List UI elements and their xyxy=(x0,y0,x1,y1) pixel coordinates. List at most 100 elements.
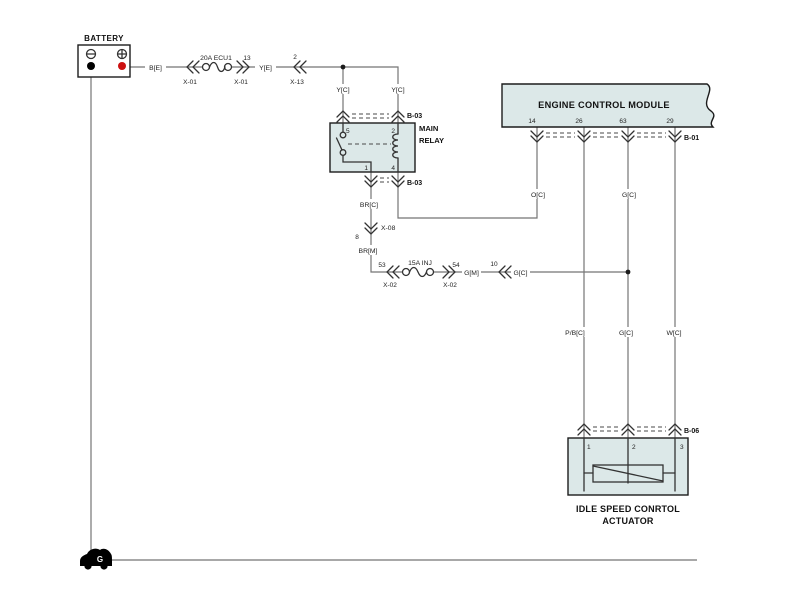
connector-x13-icon xyxy=(293,60,307,74)
wire-label-be: B[E] xyxy=(149,65,162,72)
ecm-pin-26: 26 xyxy=(575,118,583,125)
connector-x01-left-label: X-01 xyxy=(183,79,197,86)
label-halos xyxy=(145,61,684,337)
wire-label-gc-upper: G[C] xyxy=(622,192,636,199)
battery-box xyxy=(77,44,131,78)
pin-label-13: 13 xyxy=(243,55,251,62)
connector-b03-bottom-label: B-03 xyxy=(407,180,422,187)
halo xyxy=(333,84,353,94)
wire-label-yc-right: Y[C] xyxy=(391,87,404,94)
pin-label-53: 53 xyxy=(378,262,386,269)
injector-run: BR[C] X-08 8 BR[M] 53 X-02 15A INJ 54 X- xyxy=(355,202,631,289)
wires xyxy=(90,66,697,561)
connector-b01-label: B-01 xyxy=(684,135,699,142)
pin-label-10: 10 xyxy=(490,261,498,268)
wire-label-brm: BR[M] xyxy=(359,248,378,255)
engine-control-module: ENGINE CONTROL MODULE 14 26 63 29 B-01 O… xyxy=(501,83,715,337)
wire-label-ye: Y[E] xyxy=(259,65,272,72)
wire-label-wc: W[C] xyxy=(666,330,681,337)
connector-x02-left-icon xyxy=(386,265,400,279)
actuator-title-line1: IDLE SPEED CONRTOL xyxy=(576,504,680,514)
relay-switch-icon xyxy=(335,122,372,173)
connector-x08-icon xyxy=(364,222,378,235)
fuse-20a-ecu1-icon xyxy=(201,61,233,73)
relay-title-line2: RELAY xyxy=(419,136,444,145)
main-relay: Y[C] Y[C] B-03 MAIN RELAY 5 2 1 4 xyxy=(329,87,444,188)
halo xyxy=(255,61,276,72)
connector-b03-top-icon xyxy=(336,110,405,123)
connector-x01-left-icon xyxy=(186,60,200,74)
halo xyxy=(616,327,636,337)
pin-label-8: 8 xyxy=(355,234,359,241)
ecm-title: ENGINE CONTROL MODULE xyxy=(538,100,670,110)
halo xyxy=(561,327,589,337)
relay-box xyxy=(329,122,416,173)
halo xyxy=(145,61,166,72)
connector-x01-right-icon xyxy=(236,60,250,74)
actuator-element-icon xyxy=(583,437,676,492)
connector-x08-label: X-08 xyxy=(381,225,396,232)
fuse-15a-inj-label: 15A INJ xyxy=(408,260,432,267)
halo xyxy=(462,267,481,277)
junction-dot-gc xyxy=(625,269,631,275)
relay-pin-1: 1 xyxy=(364,165,368,172)
connector-b01-icon xyxy=(530,130,682,143)
fuse-15a-inj-icon xyxy=(401,266,435,278)
fuse-20a-ecu1-label: 20A ECU1 xyxy=(200,55,232,62)
wire-label-oc: O[C] xyxy=(531,192,545,199)
chassis-ground-icon xyxy=(80,548,112,570)
halo xyxy=(358,199,381,209)
connector-b06-label: B-06 xyxy=(684,428,699,435)
wire-label-pbc: P/B[C] xyxy=(565,330,585,337)
battery-terminal-positive xyxy=(118,62,126,70)
ground-letter: G xyxy=(97,555,103,564)
halo xyxy=(356,245,381,255)
connector-x02-right-label: X-02 xyxy=(443,282,457,289)
idle-speed-actuator: B-06 1 2 3 IDLE SPEED CONRTOL ACTUATOR xyxy=(567,423,699,526)
connector-x02-left-label: X-02 xyxy=(383,282,397,289)
battery: BATTERY xyxy=(77,34,131,78)
wire-label-yc-left: Y[C] xyxy=(336,87,349,94)
ground: G xyxy=(80,548,112,570)
pin-label-2-x13: 2 xyxy=(293,54,297,61)
junction-dot-top xyxy=(340,64,346,70)
halo xyxy=(388,84,408,94)
halo xyxy=(619,189,639,199)
wire-label-gc-lower: G[C] xyxy=(619,330,633,337)
wire-top-run xyxy=(232,66,399,123)
battery-terminal-negative xyxy=(87,62,95,70)
relay-pin-2: 2 xyxy=(391,128,395,135)
ecm-pin-63: 63 xyxy=(619,118,627,125)
actuator-pin-2: 2 xyxy=(632,444,636,451)
connector-x01-right-label: X-01 xyxy=(234,79,248,86)
connector-b06-icon xyxy=(577,423,682,436)
wire-label-brc: BR[C] xyxy=(360,202,378,209)
connector-10-icon xyxy=(498,265,512,279)
halo xyxy=(664,327,684,337)
relay-pin-5: 5 xyxy=(346,128,350,135)
connector-x02-right-icon xyxy=(442,265,456,279)
battery-positive-symbol xyxy=(116,48,128,60)
relay-title-line1: MAIN xyxy=(419,124,438,133)
wire-label-gc-fuse: G[C] xyxy=(514,270,528,277)
actuator-pin-1: 1 xyxy=(587,444,591,451)
wire-label-gm: G[M] xyxy=(464,270,479,277)
halo xyxy=(511,267,530,277)
connector-b03-bottom-icon xyxy=(364,175,405,188)
connector-x13-label: X-13 xyxy=(290,79,304,86)
battery-label: BATTERY xyxy=(84,34,124,43)
ecm-box xyxy=(501,83,715,128)
actuator-pin-3: 3 xyxy=(680,444,684,451)
relay-pin-4: 4 xyxy=(391,165,395,172)
relay-coil-icon xyxy=(392,122,399,173)
halo xyxy=(528,189,548,199)
ecm-pin-14: 14 xyxy=(528,118,536,125)
power-run: B[E] X-01 20A ECU1 13 X-01 Y[E] 2 X-13 xyxy=(149,54,346,86)
connector-b03-top-label: B-03 xyxy=(407,113,422,120)
wire-relay4-to-ecm14 xyxy=(397,127,538,219)
ecm-pin-29: 29 xyxy=(666,118,674,125)
pin-label-54: 54 xyxy=(452,262,460,269)
actuator-title-line2: ACTUATOR xyxy=(602,516,654,526)
